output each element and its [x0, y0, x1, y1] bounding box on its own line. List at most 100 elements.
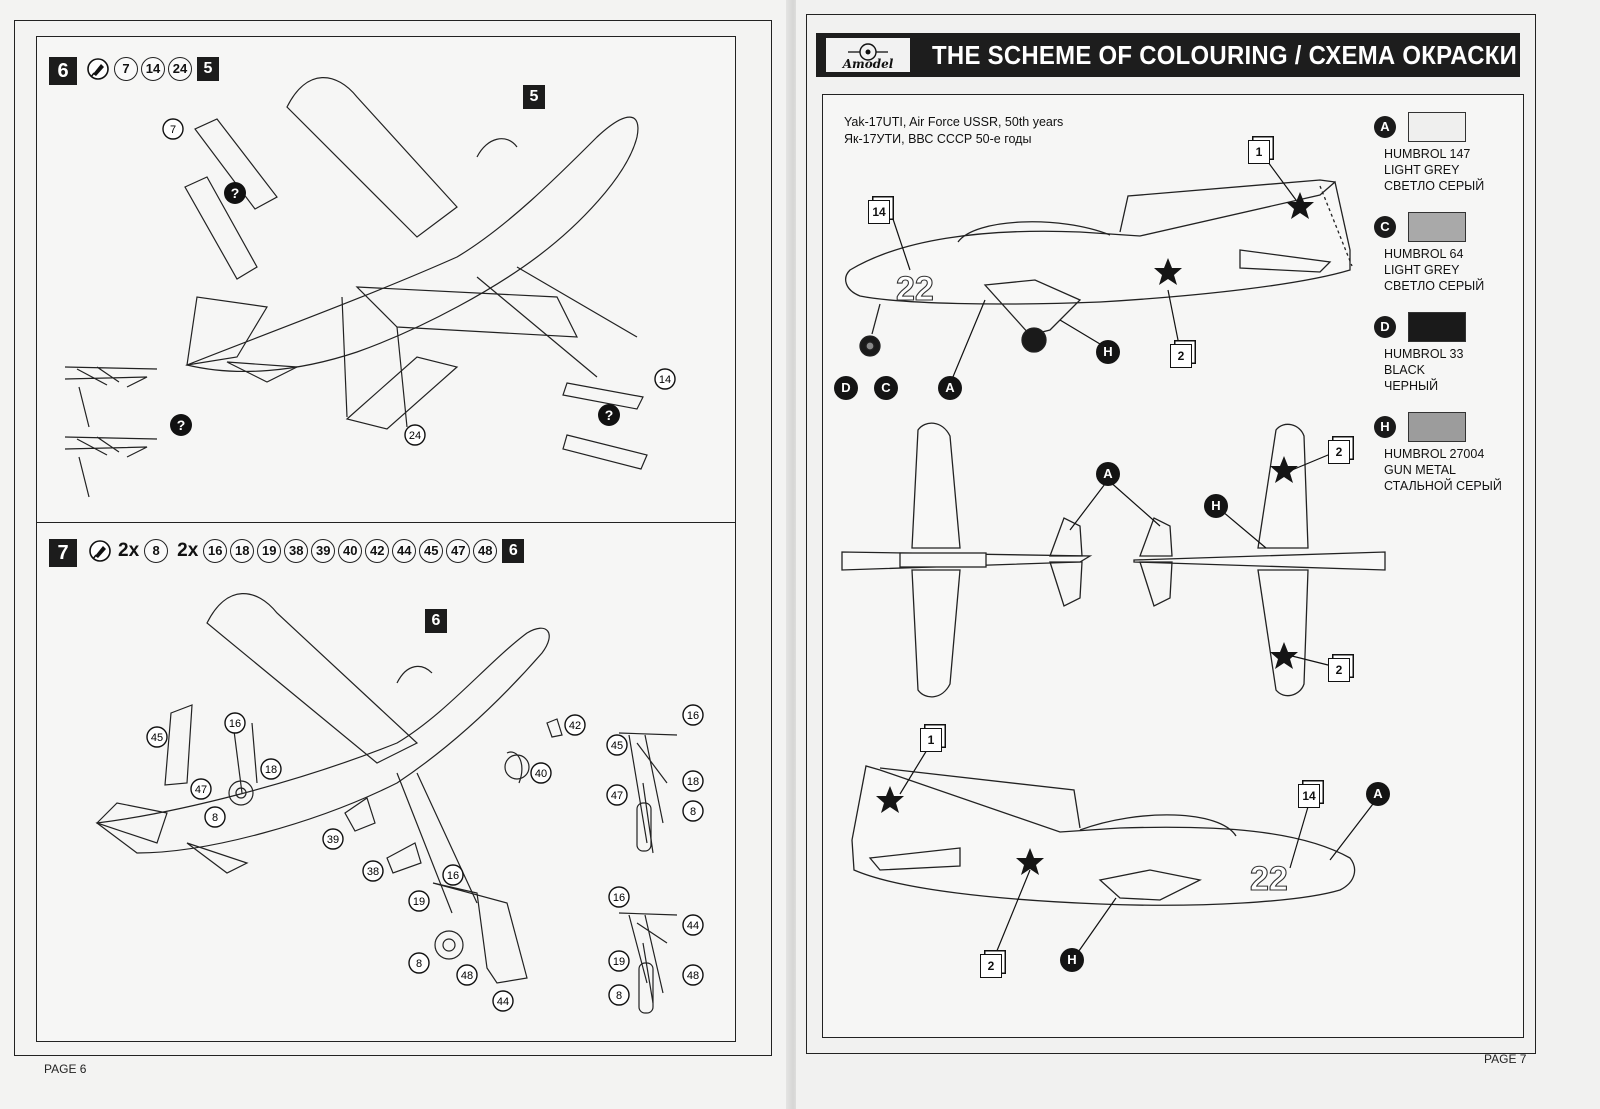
paint-name-en: LIGHT GREY [1384, 263, 1460, 277]
paint-key-callout: H [1096, 340, 1120, 364]
svg-text:?: ? [177, 417, 186, 433]
part-callout: 48 [456, 964, 478, 986]
svg-text:?: ? [605, 407, 614, 423]
page-title: THE SCHEME OF COLOURING / СХЕМА ОКРАСКИ [932, 39, 1518, 70]
paint-brush-icon: A [1374, 116, 1396, 138]
callout-label: 39 [327, 834, 339, 846]
paint-name-ru: ЧЕРНЫЙ [1384, 379, 1439, 393]
callout-label: 8 [616, 990, 622, 1002]
part-callout: 40 [530, 762, 552, 784]
callout-label: 40 [535, 768, 547, 780]
callout-label: 18 [687, 776, 699, 788]
part-number: 8 [144, 539, 169, 563]
step-6-panel: 6 7 14 24 5 5 [36, 36, 736, 524]
callout-label: 48 [687, 970, 699, 982]
decal-callout: 14 [1298, 784, 1320, 808]
part-callout: 47 [606, 784, 628, 806]
diagram-ref: 5 [523, 85, 545, 109]
callout-label: 16 [447, 870, 459, 882]
decal-callout: 1 [920, 728, 942, 752]
decal-callout: 2 [1328, 440, 1350, 464]
part-callout: 47 [190, 778, 212, 800]
colour-legend: A HUMBROL 147 LIGHT GREY СВЕТЛО СЕРЫЙ C … [1374, 112, 1502, 494]
part-number: 18 [230, 539, 255, 563]
part-callout: 8 [608, 984, 630, 1006]
paint-name-en: GUN METAL [1384, 463, 1456, 477]
right-side-view [851, 765, 1356, 906]
paint-code: HUMBROL 147 [1384, 147, 1471, 161]
decal-callout: 2 [980, 954, 1002, 978]
callout-label: 16 [687, 710, 699, 722]
paint-name-en: LIGHT GREY [1384, 163, 1460, 177]
part-callout: 16 [224, 712, 246, 734]
paint-key-callout: A [1366, 782, 1390, 806]
part-callout: 44 [682, 914, 704, 936]
callout-label: 38 [367, 866, 379, 878]
callout-label: 8 [416, 958, 422, 970]
svg-text:?: ? [231, 185, 240, 201]
decal-callout: 2 [1328, 658, 1350, 682]
part-number: 45 [419, 539, 444, 563]
part-number: 39 [311, 539, 336, 563]
paint-code: HUMBROL 64 [1384, 247, 1464, 261]
paint-key-callout: H [1204, 494, 1228, 518]
logo-text: Amodel [842, 57, 894, 71]
paint-key-callout: C [874, 376, 898, 400]
paint-brush-icon: H [1374, 416, 1396, 438]
multiplier: 2x [177, 540, 199, 561]
part-callout: 45 [146, 726, 168, 748]
left-side-view [845, 179, 1353, 357]
paint-brush-icon: D [1374, 316, 1396, 338]
callout-label: 44 [497, 996, 509, 1008]
caption-english: Yak-17UTI, Air Force USSR, 50th years [844, 115, 1064, 129]
paint-code: HUMBROL 27004 [1384, 447, 1485, 461]
paint-name-en: BLACK [1384, 363, 1425, 377]
glue-icon [89, 540, 111, 562]
part-number: 7 [114, 57, 138, 81]
callout-label: 45 [151, 732, 163, 744]
callout-label: 14 [659, 374, 671, 386]
part-callout: 16 [682, 704, 704, 726]
colour-scheme-title-bar: Amodel THE SCHEME OF COLOURING / СХЕМА О… [816, 33, 1520, 77]
legend-entry: D HUMBROL 33 BLACK ЧЕРНЫЙ [1374, 312, 1502, 394]
part-callout: 38 [362, 860, 384, 882]
paint-name-ru: СТАЛЬНОЙ СЕРЫЙ [1384, 479, 1502, 493]
left-page-frame [14, 20, 772, 1056]
part-number: 42 [365, 539, 390, 563]
callout-label: 16 [229, 718, 241, 730]
top-view [841, 422, 1093, 698]
aircraft-number: 22 [896, 270, 934, 308]
paint-key-callout: H [1060, 948, 1084, 972]
diagram-ref: 6 [425, 609, 447, 633]
callout-label: 44 [687, 920, 699, 932]
bottom-view [1133, 423, 1386, 697]
paint-key-callout: D [834, 376, 858, 400]
part-number: 40 [338, 539, 363, 563]
part-callout: 42 [564, 714, 586, 736]
amodel-logo: Amodel [826, 38, 910, 72]
callout-label: 45 [611, 740, 623, 752]
paint-name-ru: СВЕТЛО СЕРЫЙ [1384, 279, 1485, 293]
part-callout: 14 [654, 368, 676, 390]
logo-emblem-icon [848, 43, 888, 61]
callout-label: 8 [690, 806, 696, 818]
colour-swatch [1408, 312, 1466, 342]
part-callout: 48 [682, 964, 704, 986]
step-number: 7 [49, 539, 77, 567]
part-number: 38 [284, 539, 309, 563]
step-number: 6 [49, 57, 77, 85]
part-callout: 7 [162, 118, 184, 140]
part-callout: 19 [608, 950, 630, 972]
step-7-panel: 7 2x 8 2x 16 18 19 38 39 40 42 44 45 47 … [36, 522, 736, 1042]
legend-entry: C HUMBROL 64 LIGHT GREY СВЕТЛО СЕРЫЙ [1374, 212, 1502, 294]
part-number: 19 [257, 539, 282, 563]
multiplier: 2x [118, 540, 140, 561]
callout-label: 19 [613, 956, 625, 968]
decal-callout: 14 [868, 200, 890, 224]
part-number: 44 [392, 539, 417, 563]
caption-russian: Як-17УТИ, ВВС СССР 50-е годы [844, 132, 1032, 146]
part-callout: 24 [404, 424, 426, 446]
colour-swatch [1408, 412, 1466, 442]
